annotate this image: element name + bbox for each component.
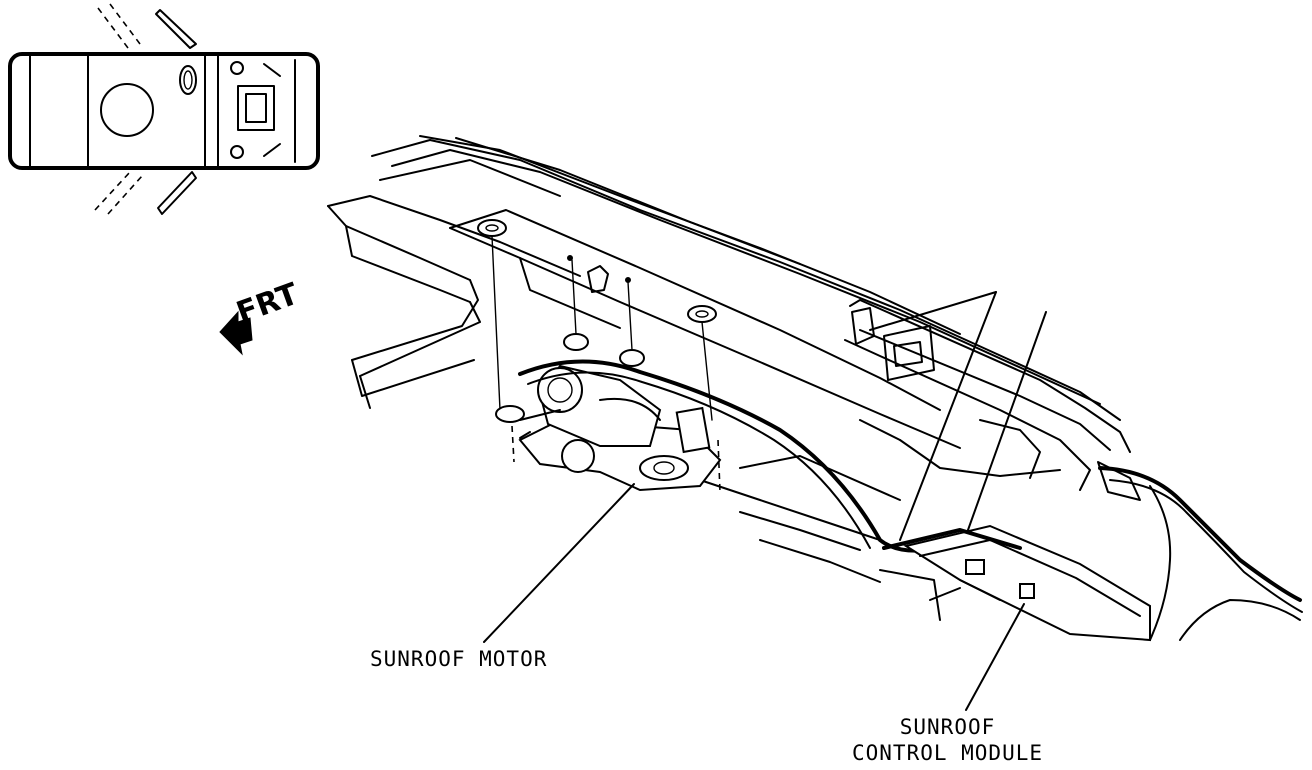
vehicle-top-view-inset — [8, 3, 320, 215]
roof-panel-structure — [327, 135, 1131, 583]
sunroof-motor-drawing — [518, 364, 722, 492]
front-arrow-icon — [219, 310, 253, 356]
sunroof-control-module-drawing — [882, 524, 1151, 642]
sunroof-motor-label: SUNROOF MOTOR — [370, 647, 548, 671]
leader-lines — [483, 483, 1025, 711]
sunroof-control-module-label-line1: SUNROOF — [899, 715, 996, 739]
fasteners — [477, 219, 721, 493]
detail-callout-lines — [869, 291, 1047, 621]
wiring-harness — [518, 359, 1303, 641]
sunroof-control-module-label: SUNROOF CONTROL MODULE — [852, 714, 1043, 766]
sunroof-control-module-label-line2: CONTROL MODULE — [852, 741, 1044, 765]
